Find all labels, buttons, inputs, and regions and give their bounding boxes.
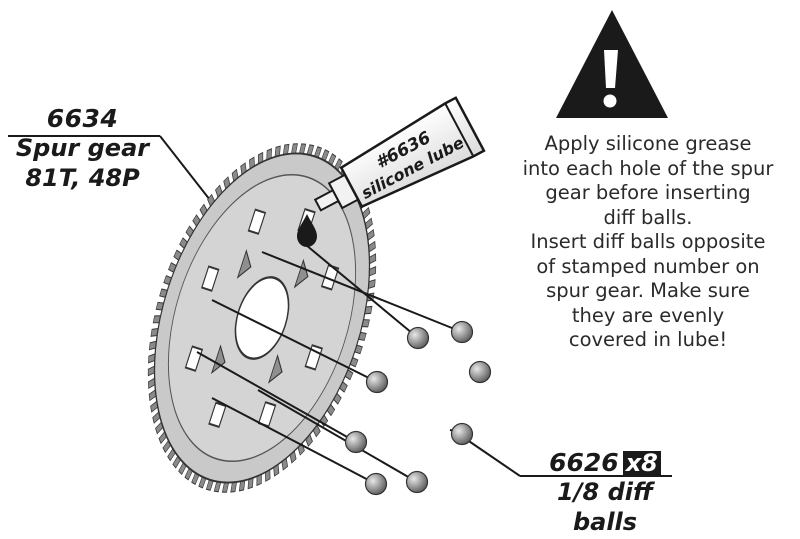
- guide-line: [257, 389, 418, 483]
- diff-balls: [344, 320, 492, 496]
- diff-balls-name-line2: balls: [572, 508, 638, 536]
- spur-gear-leader-line: [8, 135, 211, 201]
- gear-pocket: [236, 249, 252, 279]
- spur-gear-name: Spur gear: [15, 134, 150, 162]
- spur-gear-part-number: 6634: [46, 104, 119, 133]
- diff-ball-hole: [208, 401, 227, 429]
- diff-ball: [344, 430, 368, 454]
- guide-line: [261, 251, 463, 333]
- instruction-line: gear before inserting: [545, 181, 751, 204]
- ball-guide-lines: [196, 239, 463, 485]
- diff-ball-hole: [304, 344, 323, 371]
- diff-ball-hole: [247, 208, 267, 235]
- diff-ball: [406, 326, 430, 350]
- instruction-line: diff balls.: [603, 205, 693, 229]
- instruction-line: they are evenly: [571, 303, 725, 327]
- instruction-line: Apply silicone grease: [544, 132, 752, 155]
- grease-drop: [297, 214, 317, 247]
- exclamation-warning-triangle-icon: [556, 10, 668, 118]
- gear-pockets: [210, 249, 309, 384]
- diff-ball: [450, 320, 474, 344]
- gear-pocket: [210, 344, 226, 375]
- diff-balls-leader-line: [459, 434, 672, 477]
- instruction-line: Insert diff balls opposite: [530, 230, 766, 253]
- diff-ball: [450, 422, 474, 446]
- diff-ball: [364, 472, 388, 496]
- diff-ball-hole: [201, 265, 220, 292]
- guide-line: [211, 299, 378, 383]
- diff-balls-part-number: 6626: [549, 448, 619, 477]
- diff-balls-name-line1: 1/8 diff: [557, 478, 653, 506]
- instruction-line: spur gear. Make sure: [546, 279, 750, 302]
- instruction-line: covered in lube!: [568, 328, 728, 351]
- diff-balls-quantity: x8: [622, 451, 661, 475]
- guide-line: [196, 351, 357, 443]
- spur-gear-callout: 6634 Spur gear 81T, 48P: [10, 104, 155, 193]
- gear-pocket: [267, 354, 283, 384]
- diff-ball: [468, 360, 492, 384]
- guide-line: [299, 239, 419, 339]
- instruction-line: of stamped number on: [536, 254, 760, 278]
- guide-line: [211, 397, 377, 485]
- instruction-line: into each hole of the spur: [522, 156, 774, 180]
- gear-center-hole: [234, 276, 290, 360]
- diff-ball: [405, 470, 429, 494]
- spur-gear-spec: 81T, 48P: [25, 164, 140, 192]
- diff-ball: [365, 370, 389, 394]
